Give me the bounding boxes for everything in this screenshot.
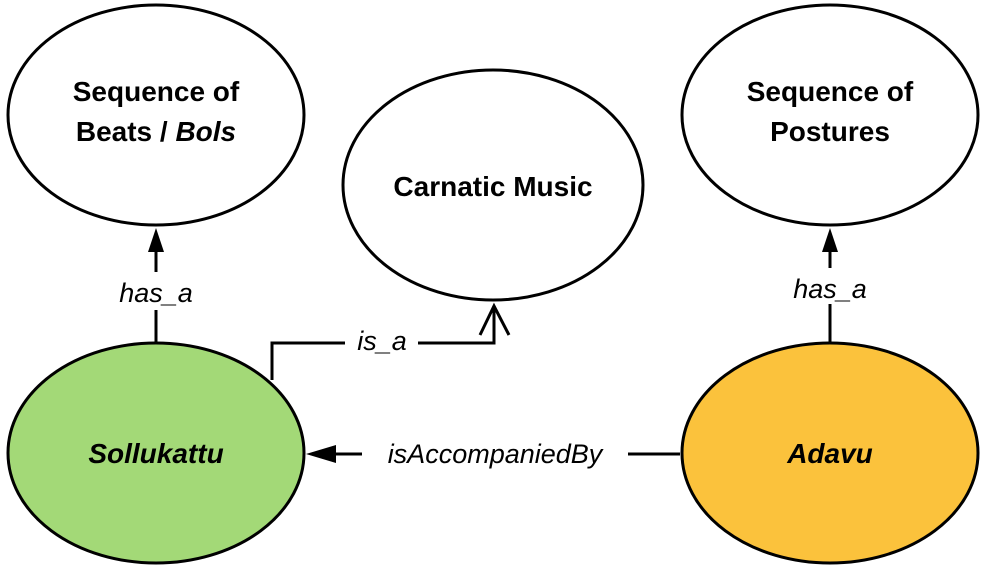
arrowhead-icon <box>306 445 336 463</box>
node-label-line2: Beats / Bols <box>76 116 236 147</box>
edge-is-a: is_a <box>270 302 511 380</box>
node-sequence-of-beats: Sequence of Beats / Bols <box>6 3 306 227</box>
node-carnatic-music: Carnatic Music <box>341 68 645 302</box>
open-arrowhead-icon <box>478 302 511 336</box>
edge-label-is-a: is_a <box>357 326 407 356</box>
edge-sollukattu-has-a: has_a <box>119 228 193 342</box>
node-label: Carnatic Music <box>393 171 592 202</box>
node-label-line1: Sequence of <box>73 76 240 107</box>
edge-label-has-a-left: has_a <box>119 278 193 308</box>
arrowhead-icon <box>148 228 164 252</box>
node-label: Adavu <box>786 438 873 469</box>
edge-is-accompanied-by: isAccompaniedBy <box>306 439 680 469</box>
node-label-line1: Sequence of <box>747 76 914 107</box>
node-label: Sollukattu <box>88 438 223 469</box>
edge-label-is-accompanied-by: isAccompaniedBy <box>388 439 604 469</box>
node-label-line2: Postures <box>770 116 890 147</box>
node-sollukattu: Sollukattu <box>6 341 306 565</box>
node-adavu: Adavu <box>680 341 980 565</box>
arrowhead-icon <box>822 228 838 252</box>
edge-label-has-a-right: has_a <box>793 274 867 304</box>
edge-adavu-has-a: has_a <box>793 228 867 342</box>
node-sequence-of-postures: Sequence of Postures <box>680 3 980 227</box>
